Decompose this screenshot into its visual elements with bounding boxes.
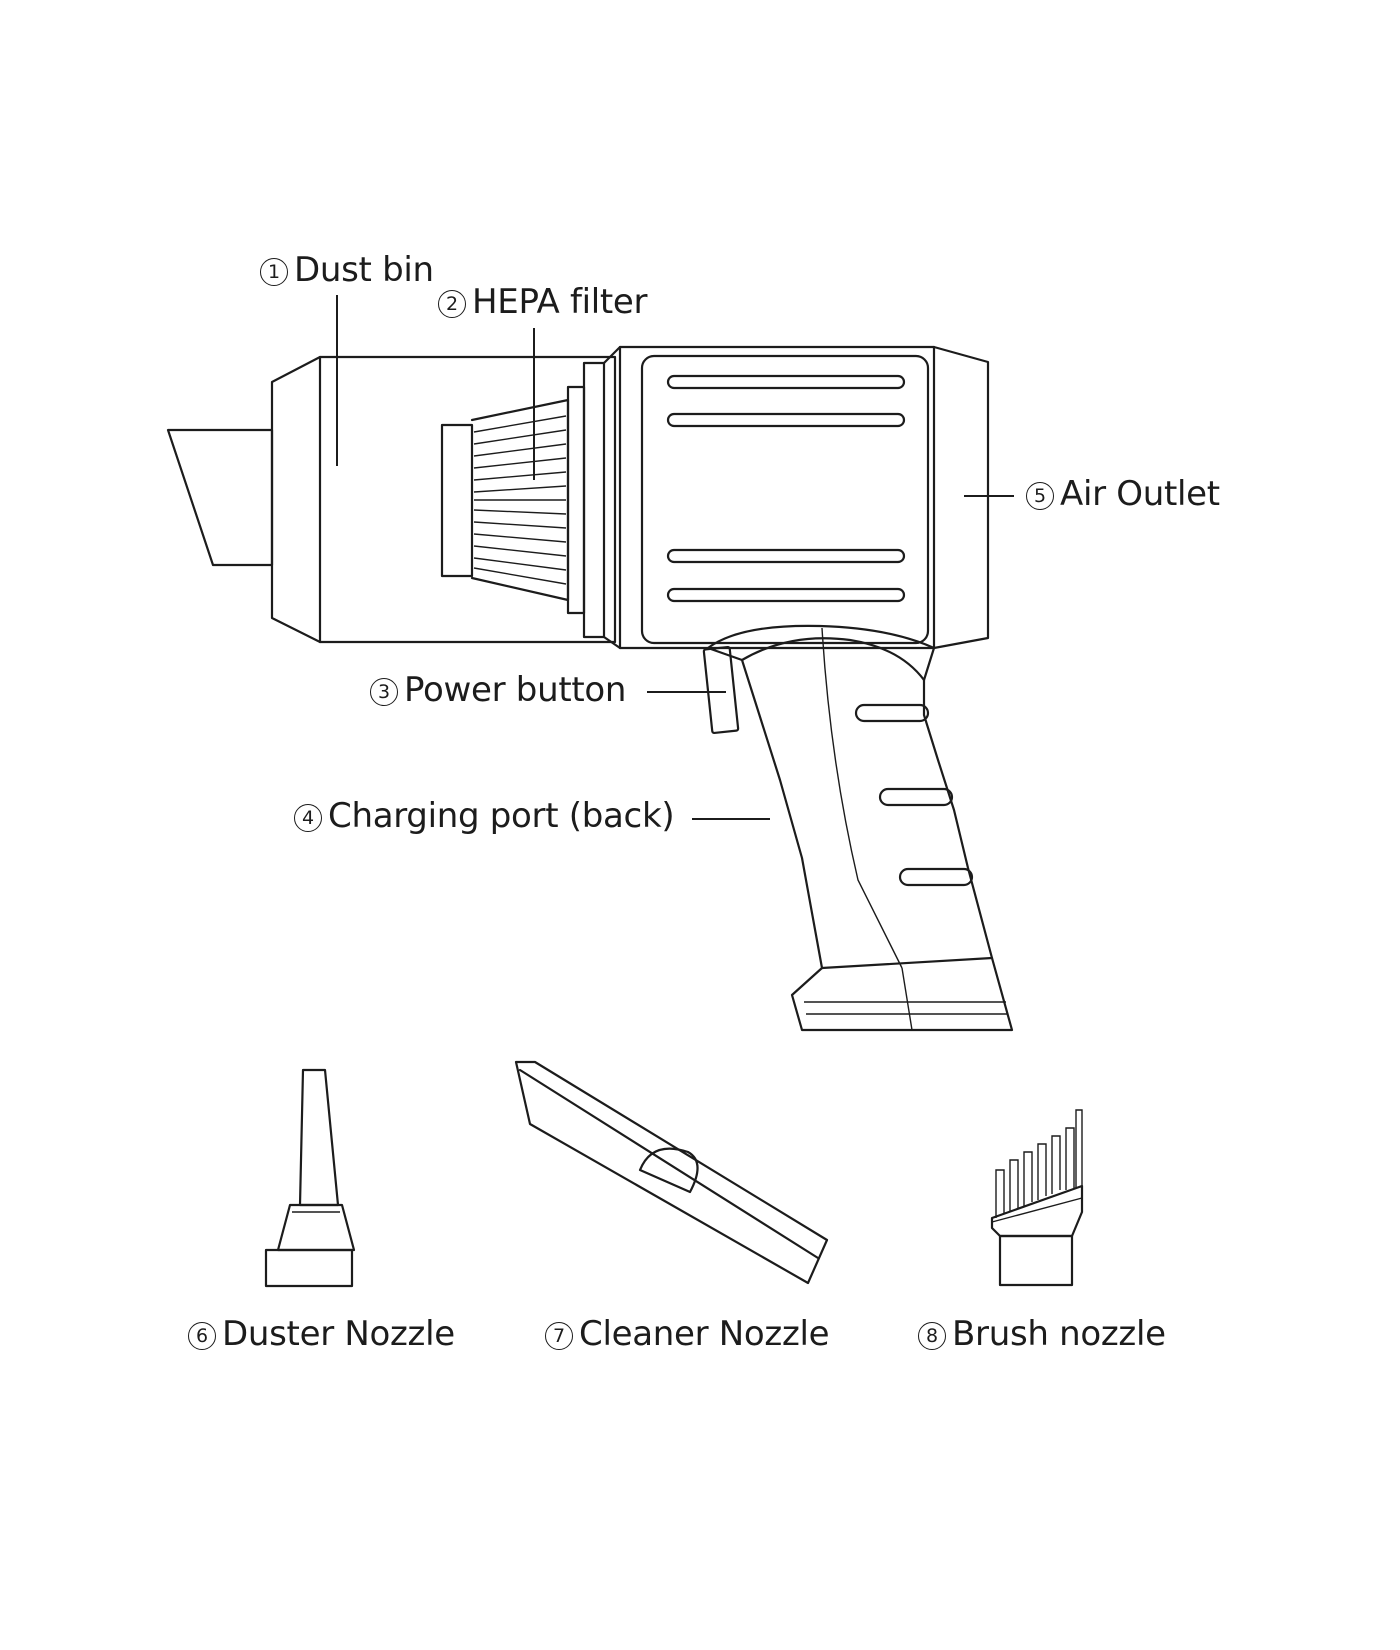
brush-nozzle-part	[990, 1109, 1084, 1287]
callout-number: 3	[370, 678, 398, 706]
label-text: Cleaner Nozzle	[579, 1314, 830, 1354]
motor-housing	[602, 345, 990, 650]
power-button-part	[702, 645, 740, 735]
callout-number: 7	[545, 1322, 573, 1350]
callout-number: 2	[438, 290, 466, 318]
cleaner-nozzle-part	[514, 1060, 829, 1285]
duster-nozzle-part	[264, 1068, 356, 1288]
inlet-nozzle	[166, 428, 274, 567]
callout-number: 1	[260, 258, 288, 286]
brush-bristles	[995, 1109, 1083, 1218]
callout-number: 8	[918, 1322, 946, 1350]
label-text: Power button	[404, 670, 627, 710]
handheld-vacuum	[166, 295, 1014, 1032]
label-text: Dust bin	[294, 250, 434, 290]
filter-pleats	[473, 415, 567, 585]
dust-bin-part	[270, 355, 617, 644]
label-text: HEPA filter	[472, 282, 648, 322]
label-text: Charging port (back)	[328, 796, 675, 836]
callout-number: 6	[188, 1322, 216, 1350]
hepa-filter-part	[440, 361, 606, 639]
callout-number: 4	[294, 804, 322, 832]
callout-number: 5	[1026, 482, 1054, 510]
label-text: Air Outlet	[1060, 474, 1220, 514]
label-text: Duster Nozzle	[222, 1314, 455, 1354]
handle	[706, 624, 1014, 1032]
label-text: Brush nozzle	[952, 1314, 1166, 1354]
